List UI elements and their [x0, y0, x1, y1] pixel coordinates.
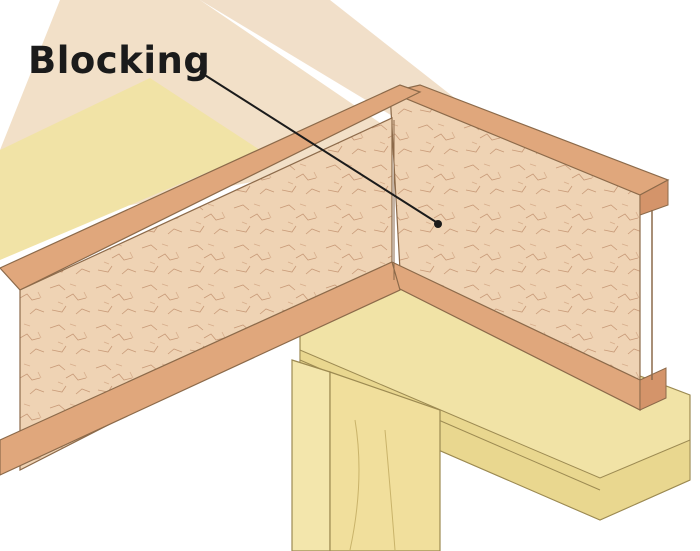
- post: [291, 359, 441, 551]
- blocking-i-joist: [388, 84, 670, 411]
- main-i-joist: [0, 84, 422, 476]
- callout-leader-line: [199, 71, 437, 223]
- callout-leader-dot: [434, 220, 442, 228]
- blocking-label: Blocking: [28, 39, 211, 82]
